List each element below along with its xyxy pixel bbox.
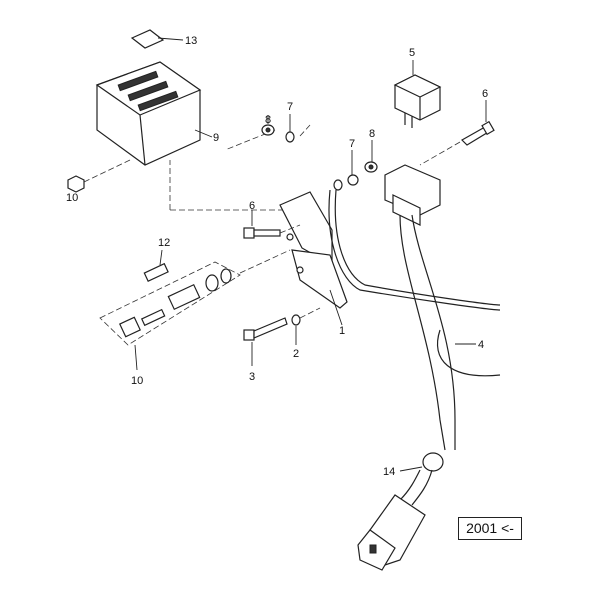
decal-part — [130, 29, 184, 49]
callout-7-middle: 7 — [349, 138, 355, 150]
callout-6-top: 6 — [482, 88, 488, 100]
callout-6-middle: 6 — [249, 200, 255, 212]
version-tag: 2001 <- — [458, 517, 522, 540]
callout-10-lower: 10 — [131, 375, 143, 387]
clamp-and-plug-part — [357, 452, 444, 571]
callout-14: 14 — [383, 466, 395, 478]
callout-7-top: 7 — [287, 101, 293, 113]
callout-1: 1 — [339, 325, 345, 337]
callout-8-top: 8 — [265, 114, 271, 126]
nut-part — [67, 159, 131, 193]
callout-12: 12 — [158, 237, 170, 249]
connector-part — [384, 164, 441, 226]
regulator-cover-part — [95, 61, 213, 166]
callout-3: 3 — [249, 371, 255, 383]
screw-part-middle — [243, 210, 301, 239]
wire-harness-part — [328, 189, 501, 451]
callout-10-top: 10 — [66, 192, 78, 204]
bracket-part — [279, 191, 348, 326]
screw-part — [419, 100, 495, 166]
washer-set-top — [261, 114, 295, 143]
washer-set-middle — [333, 140, 378, 191]
screw-washer-lower — [243, 307, 321, 366]
callout-4: 4 — [478, 339, 484, 351]
fuse-holder-part — [99, 249, 291, 371]
callout-5: 5 — [409, 47, 415, 59]
relay-part — [393, 60, 442, 128]
callout-8-middle: 8 — [369, 128, 375, 140]
callout-13: 13 — [185, 35, 197, 47]
callout-9: 9 — [213, 132, 219, 144]
callout-2: 2 — [293, 348, 299, 360]
